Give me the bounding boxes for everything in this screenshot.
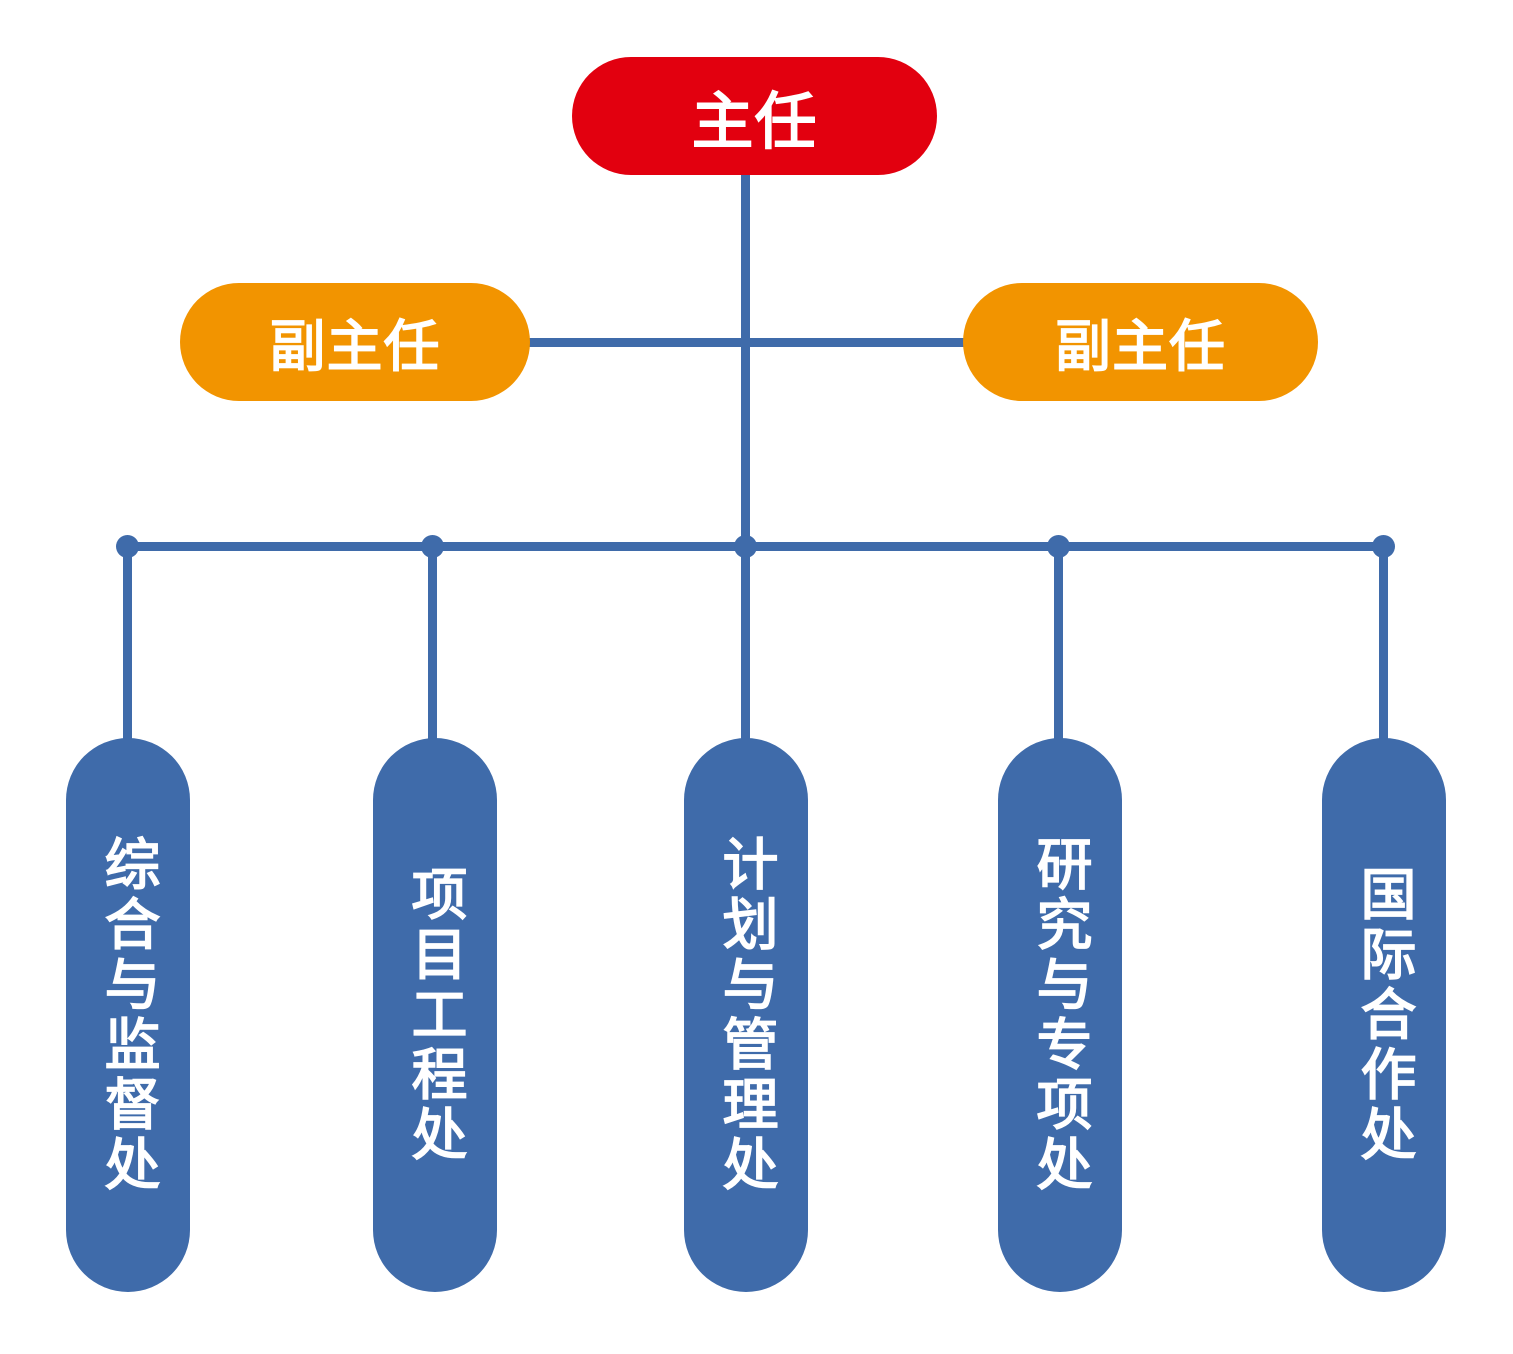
node-deputy-right[interactable]: 副主任: [963, 283, 1318, 401]
node-department-4-label: 研究与专项处: [1029, 835, 1092, 1195]
node-department-3-label: 计划与管理处: [715, 835, 778, 1195]
node-deputy-right-label: 副主任: [1055, 314, 1226, 378]
connector-director-spine: [741, 175, 750, 546]
connector-deputy-left: [527, 338, 745, 347]
node-department-4[interactable]: 研究与专项处: [998, 738, 1122, 1292]
connector-drop-1: [123, 546, 132, 746]
node-department-1-label: 综合与监督处: [97, 835, 160, 1195]
node-deputy-left-label: 副主任: [269, 314, 441, 378]
connector-drop-2: [428, 546, 437, 746]
node-department-5[interactable]: 国际合作处: [1322, 738, 1446, 1292]
node-department-1[interactable]: 综合与监督处: [66, 738, 190, 1292]
node-department-3[interactable]: 计划与管理处: [684, 738, 808, 1292]
node-director-label: 主任: [691, 88, 818, 157]
node-deputy-left[interactable]: 副主任: [180, 283, 530, 401]
connector-drop-3: [741, 546, 750, 746]
connector-deputy-right: [745, 338, 967, 347]
node-department-2-label: 项目工程处: [404, 865, 467, 1165]
node-director[interactable]: 主任: [572, 57, 937, 175]
node-department-5-label: 国际合作处: [1353, 865, 1416, 1165]
connector-drop-5: [1379, 546, 1388, 746]
connector-drop-4: [1054, 546, 1063, 746]
node-department-2[interactable]: 项目工程处: [373, 738, 497, 1292]
